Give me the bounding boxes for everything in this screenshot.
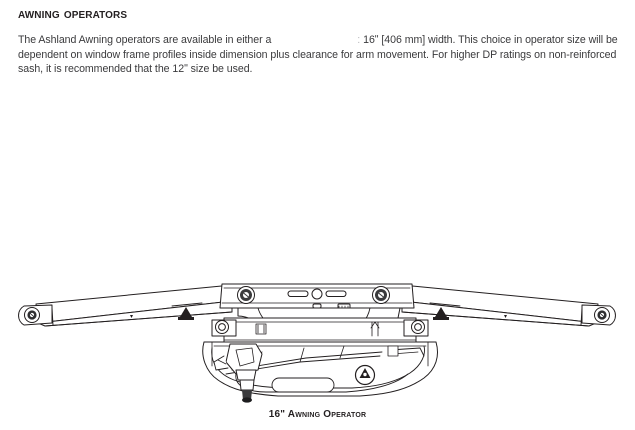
center-slot-left [287,290,309,297]
right-arm-support-bracket [429,302,461,320]
left-mounting-boss [211,319,237,337]
awning-operator-diagram [18,283,616,403]
body-paragraph: The Ashland Awning operators are availab… [18,33,618,77]
right-pivot-screw [372,286,390,304]
right-arm-end-cap [581,304,616,326]
right-mounting-boss [403,319,429,337]
redaction-marker: : [357,34,361,46]
paragraph-segment-1: The Ashland Awning operators are availab… [18,34,272,46]
center-hole [311,288,323,300]
left-arm [35,284,233,327]
drive-spindle [213,343,263,403]
left-pivot-screw [237,286,255,304]
warning-triangle-badge [354,364,376,386]
redaction-gap [271,33,357,43]
left-arm-end-cap [18,304,53,326]
right-arm [401,284,599,327]
center-slot-right [325,290,347,297]
figure-caption-text: 16ʺ Awning Operator [268,409,367,420]
paragraph-segment-2: 16ʺ [406 mm] width. This choice in opera… [18,34,618,76]
left-arm-support-bracket [171,302,203,320]
page-title: Awning Operators [18,6,128,22]
figure-caption: 16ʺ Awning Operator [0,409,635,420]
